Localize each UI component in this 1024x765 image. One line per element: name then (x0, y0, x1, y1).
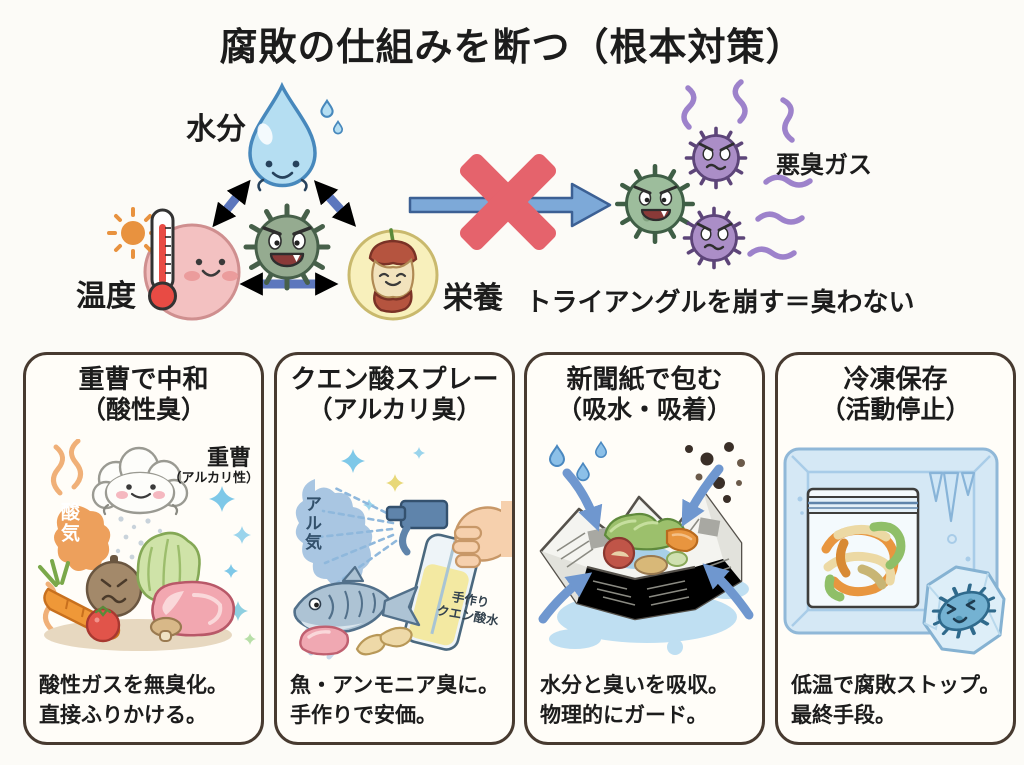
caption-line: 魚・アンモニア臭に。 (290, 674, 500, 698)
hand-icon (451, 501, 512, 569)
baking-soda-label: 重曹 (206, 445, 251, 470)
card-caption: 酸性ガスを無臭化。 直接ふりかける。 (39, 671, 228, 731)
card-caption: 魚・アンモニア臭に。 手作りで安価。 (290, 671, 499, 731)
baking-soda-cloud (91, 446, 189, 516)
card-subtitle: （酸性臭） (80, 396, 206, 425)
card-subtitle: （活動停止） (820, 396, 971, 425)
caption-line: 酸性ガスを無臭化。 (39, 674, 228, 698)
card-title: 重曹で中和 (78, 364, 209, 394)
meat-scrap-icon (299, 625, 350, 656)
stink-bacteria-group (617, 79, 813, 270)
sun-icon (107, 207, 159, 259)
baking-soda-illustration (38, 439, 256, 651)
card-newspaper-wrap: 新聞紙で包む （吸水・吸着） (524, 352, 765, 745)
tomato-icon (85, 605, 121, 643)
green-bacteria-icon (617, 166, 692, 241)
card-caption: 低温で腐敗ストップ。 最終手段。 (791, 671, 1000, 731)
caption-line: 水分と臭いを吸収。 (540, 674, 729, 698)
card-title: クエン酸スプレー (290, 364, 499, 394)
stink-lines (681, 79, 813, 260)
bacteria-icon (246, 206, 328, 288)
bone-scrap-icon (355, 626, 413, 656)
nutrition-label: 栄養 (443, 282, 503, 315)
purple-bacteria-icon (684, 126, 748, 190)
absorb-arrows (538, 464, 754, 624)
vegetables-illustration (38, 531, 236, 651)
apple-core-icon (368, 228, 418, 313)
vegetable-peels (821, 521, 906, 602)
fish-icon (293, 565, 421, 634)
citric-spray-illustration (293, 447, 512, 660)
alkaline-gas-label: アル気 (302, 495, 321, 552)
icicles (928, 471, 976, 523)
caption-line: 直接ふりかける。 (39, 704, 207, 728)
red-x-icon (459, 153, 557, 251)
water-drops (549, 441, 607, 482)
foul-gas-label: 悪臭ガス (776, 152, 872, 179)
rot-triangle-diagram (107, 79, 813, 321)
card-citric-spray: クエン酸スプレー （アルカリ臭） (274, 352, 515, 745)
frozen-bacteria-ice (922, 565, 1006, 655)
thermometer-icon (148, 208, 177, 311)
card-subtitle: （吸水・吸着） (556, 396, 732, 425)
card-freezer: 冷凍保存 （活動停止） (775, 352, 1016, 745)
newspaper-icon (539, 489, 743, 621)
water-droplet-character (248, 81, 344, 192)
baking-soda-sublabel: （アルカリ性） (168, 470, 259, 485)
newspaper-illustration (538, 441, 754, 655)
card-baking-soda: 重曹で中和 （酸性臭） (23, 352, 264, 745)
card-title: 冷凍保存 (843, 364, 948, 394)
acid-gas-bubble (54, 505, 111, 571)
caption-line: 低温で腐敗ストップ。 (791, 674, 1001, 698)
temperature-label: 温度 (76, 280, 136, 313)
caption-line: 最終手段。 (791, 704, 896, 728)
temperature-character (107, 207, 241, 321)
ziplock-bag (806, 487, 920, 609)
page-title: 腐敗の仕組みを断つ（根本対策） (219, 27, 805, 69)
mushroom-icon (149, 616, 183, 642)
nutrition-character (347, 228, 439, 321)
conclusion-text: トライアングルを崩す＝臭わない (525, 287, 915, 317)
caption-line: 物理的にガード。 (540, 704, 708, 728)
water-label: 水分 (186, 113, 246, 146)
card-title: 新聞紙で包む (566, 364, 723, 394)
freezer-illustration (783, 447, 1006, 655)
food-scraps (602, 512, 699, 575)
card-caption: 水分と臭いを吸収。 物理的にガード。 (540, 671, 729, 731)
caption-line: 手作りで安価。 (290, 704, 437, 728)
acid-gas-label: 酸気 (58, 502, 79, 544)
purple-bacteria-icon (682, 206, 746, 270)
card-subtitle: （アルカリ臭） (307, 396, 482, 425)
